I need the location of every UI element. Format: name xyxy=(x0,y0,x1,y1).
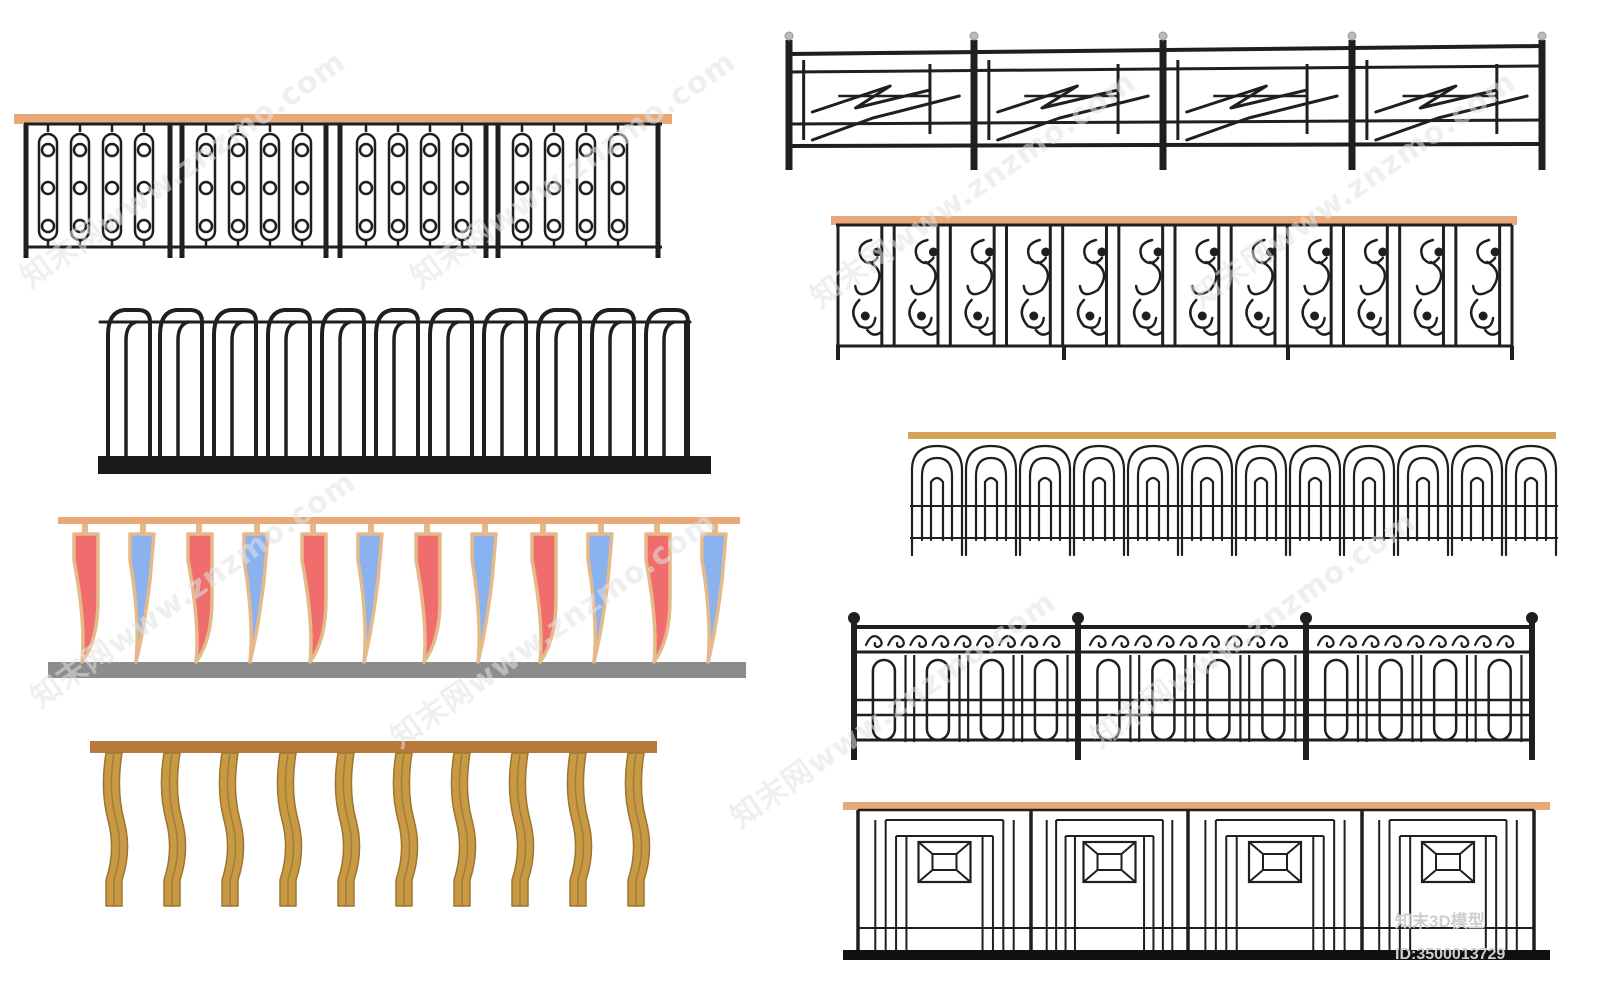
railing-scroll-top-ovals xyxy=(848,612,1538,760)
base-plate xyxy=(98,456,711,474)
watermark-badge: 知末3D模型 ID:3500013729 xyxy=(1395,907,1505,964)
base-plate xyxy=(843,950,1550,960)
handrail xyxy=(58,517,740,524)
handrail xyxy=(14,114,672,124)
base-plate xyxy=(48,662,746,678)
handrail xyxy=(908,432,1556,439)
handrail xyxy=(831,216,1517,225)
badge-brand: 知末3D模型 xyxy=(1395,912,1485,931)
railing-scroll-balusters xyxy=(831,216,1517,360)
railing-square-medallions xyxy=(843,802,1550,960)
railing-wood-posts xyxy=(90,741,657,907)
handrail xyxy=(843,802,1550,810)
badge-id: ID:3500013729 xyxy=(1395,946,1506,963)
railing-color-panels xyxy=(48,517,746,678)
railing-tubular-bent xyxy=(98,308,711,474)
handrail xyxy=(90,741,657,753)
railing-geometric-fence xyxy=(784,31,1547,170)
railing-arched-loops xyxy=(908,432,1558,557)
railing-oval-balusters xyxy=(14,114,672,258)
